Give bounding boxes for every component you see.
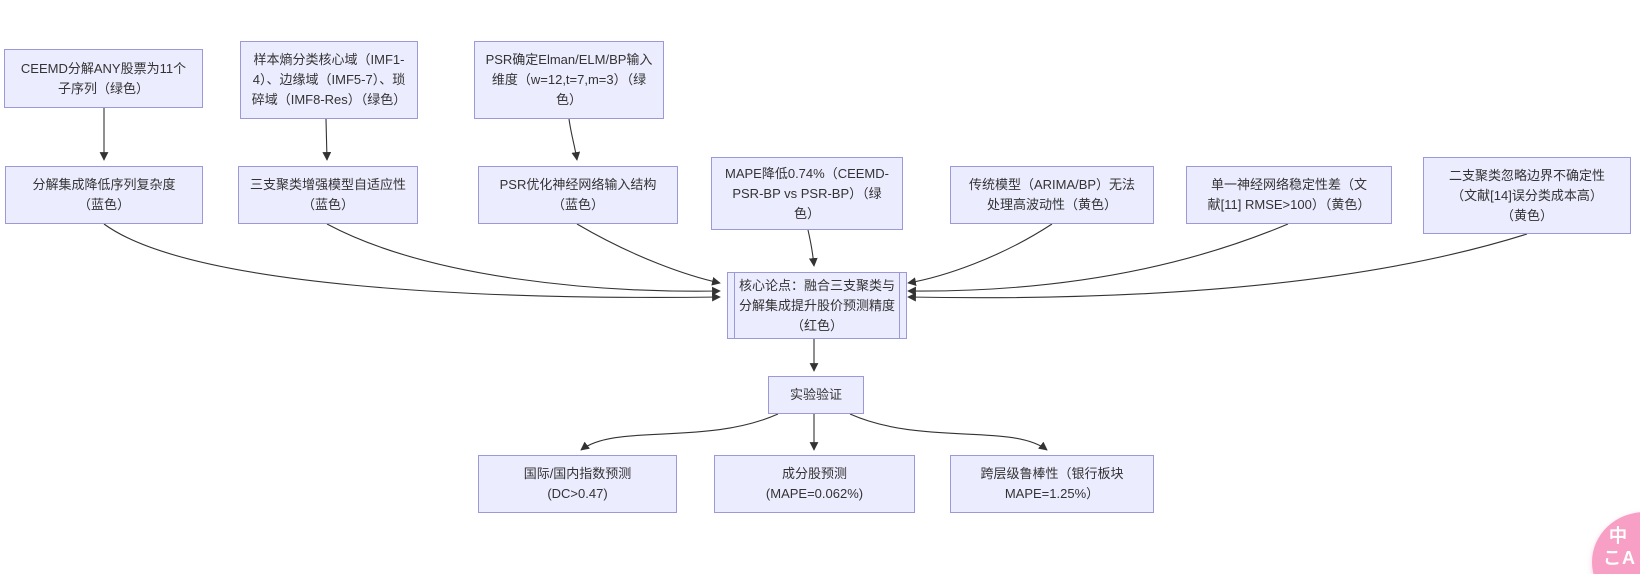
translate-float-button[interactable]: 中 こA xyxy=(1592,512,1640,574)
edge-twoway-core xyxy=(907,233,1528,302)
edge-mape-core xyxy=(807,229,818,267)
node-decomp-complexity: 分解集成降低序列复杂度 （蓝色） xyxy=(5,166,203,224)
edge-psropt-core xyxy=(576,223,721,286)
translate-button-label-latin: こA xyxy=(1603,548,1636,568)
node-index-forecast: 国际/国内指数预测 (DC>0.47) xyxy=(478,455,677,513)
edge-psrdim-psropt xyxy=(568,118,581,161)
node-psr-input-dim: PSR确定Elman/ELM/BP输入 维度（w=12,t=7,m=3）（绿 色… xyxy=(474,41,664,119)
node-threeway-adaptivity: 三支聚类增强模型自适应性 （蓝色） xyxy=(238,166,418,224)
node-core-thesis: 核心论点：融合三支聚类与 分解集成提升股价预测精度 （红色） xyxy=(727,272,907,339)
node-mape-improvement: MAPE降低0.74%（CEEMD- PSR-BP vs PSR-BP）（绿 色… xyxy=(711,157,903,230)
node-single-nn-instability: 单一神经网络稳定性差（文 献[11] RMSE>100）（黄色） xyxy=(1186,166,1392,224)
edge-threeway-core xyxy=(326,223,721,296)
node-experiment-validation: 实验验证 xyxy=(768,376,864,414)
edge-traditional-core xyxy=(907,223,1053,286)
node-ceemd-decompose: CEEMD分解ANY股票为11个 子序列（绿色） xyxy=(4,49,203,108)
node-stock-forecast: 成分股预测 (MAPE=0.062%) xyxy=(714,455,915,513)
edge-experiment-robust xyxy=(849,413,1048,451)
node-cross-level-robustness: 跨层级鲁棒性（银行板块 MAPE=1.25%） xyxy=(950,455,1154,513)
node-twoway-boundary: 二支聚类忽略边界不确定性 （文献[14]误分类成本高） （黄色） xyxy=(1423,157,1631,234)
edge-singlenn-core xyxy=(907,223,1289,296)
edge-entropy-threeway xyxy=(322,118,332,161)
edge-experiment-index xyxy=(580,413,779,451)
translate-button-label-cn: 中 xyxy=(1609,526,1627,546)
edge-decomp-core xyxy=(103,223,721,302)
node-sample-entropy: 样本熵分类核心域（IMF1- 4）、边缘域（IMF5-7）、琐 碎域（IMF8-… xyxy=(240,41,418,119)
node-traditional-model-limit: 传统模型（ARIMA/BP）无法 处理高波动性（黄色） xyxy=(950,166,1154,224)
node-psr-structure: PSR优化神经网络输入结构 （蓝色） xyxy=(478,166,678,224)
